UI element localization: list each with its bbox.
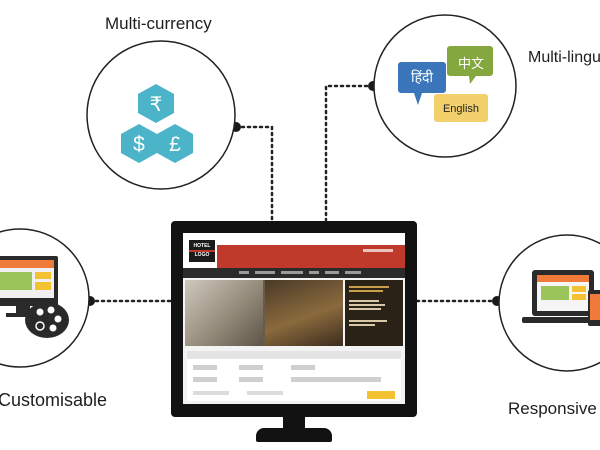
hotel-website-screen: HOTEL LOGO xyxy=(183,233,405,404)
site-header-link xyxy=(363,249,393,252)
monitor-stand xyxy=(283,417,305,431)
site-nav xyxy=(183,268,405,278)
site-header: HOTEL LOGO xyxy=(183,233,405,268)
bubble-blue xyxy=(398,62,446,105)
devices-icon xyxy=(522,270,600,326)
hexagon-pound xyxy=(157,124,193,163)
site-header-bar xyxy=(217,245,405,268)
hero-interior-photo xyxy=(265,280,343,346)
english-text: English xyxy=(443,103,479,115)
hexagon-dollar xyxy=(121,124,157,163)
language-icon: 中文 हिंदी English xyxy=(398,46,493,122)
hotel-logo-line1: HOTEL xyxy=(193,243,211,249)
multi-currency-label: Multi-currency xyxy=(105,14,212,33)
multi-lingual-label: Multi-lingual xyxy=(528,49,600,66)
chinese-text: 中文 xyxy=(458,57,484,72)
palette-monitor-icon xyxy=(0,256,69,338)
bubble-yellow xyxy=(434,94,488,122)
dollar-symbol: $ xyxy=(133,133,145,156)
bubble-green xyxy=(447,46,493,84)
booking-form xyxy=(187,351,401,401)
currency-icon: ₹ $ £ xyxy=(121,84,193,163)
customisable-label: Customisable xyxy=(0,390,108,410)
connector-lingual xyxy=(324,84,375,222)
hexagon-rupee xyxy=(138,84,174,123)
pound-symbol: £ xyxy=(169,133,181,156)
rupee-symbol: ₹ xyxy=(150,92,163,116)
palette-icon xyxy=(25,302,69,338)
laptop-base xyxy=(522,317,600,323)
responsive-label: Responsive xyxy=(508,399,597,418)
hero-image xyxy=(185,280,343,346)
hotel-info-panel xyxy=(345,280,403,346)
central-monitor: HOTEL LOGO xyxy=(171,221,417,417)
hero-room-photo xyxy=(185,280,263,346)
hindi-text: हिंदी xyxy=(411,69,433,86)
hotel-logo: HOTEL LOGO xyxy=(189,240,215,262)
hotel-logo-line2: LOGO xyxy=(189,250,215,259)
connector-currency xyxy=(234,125,274,222)
connectors xyxy=(88,84,499,303)
monitor-foot xyxy=(256,428,332,442)
